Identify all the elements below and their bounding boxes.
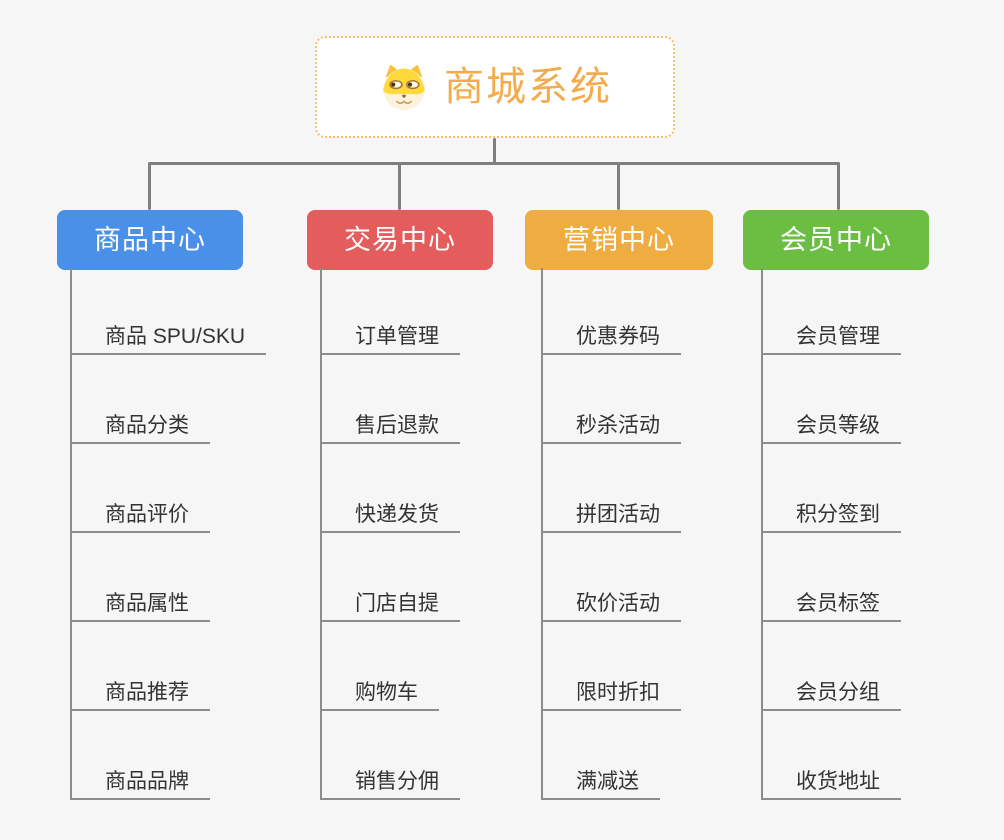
- branch-product-center[interactable]: 商品中心: [57, 210, 243, 270]
- subtopic-member-tags[interactable]: 会员标签: [763, 589, 901, 622]
- subtopic-order-management[interactable]: 订单管理: [322, 322, 460, 355]
- connector-drop-product: [148, 163, 151, 210]
- subtopic-spend-and-save[interactable]: 满减送: [543, 767, 660, 800]
- branch-member-center[interactable]: 会员中心: [743, 210, 929, 270]
- branch-product-center-label: 商品中心: [94, 224, 206, 255]
- subtopic-product-category[interactable]: 商品分类: [72, 411, 210, 444]
- branch-marketing-center-label: 营销中心: [563, 224, 675, 255]
- subtopic-column-member: 会员管理 会员等级 积分签到 会员标签 会员分组 收货地址: [761, 268, 1004, 800]
- subtopic-column-marketing: 优惠券码 秒杀活动 拼团活动 砍价活动 限时折扣 满减送: [541, 268, 793, 800]
- subtopic-points-checkin[interactable]: 积分签到: [763, 500, 901, 533]
- root-topic-title: 商城系统: [444, 65, 612, 109]
- subtopic-member-management[interactable]: 会员管理: [763, 322, 901, 355]
- subtopic-product-spu-sku[interactable]: 商品 SPU/SKU: [72, 322, 267, 355]
- subtopic-member-level[interactable]: 会员等级: [763, 411, 901, 444]
- branch-marketing-center[interactable]: 营销中心: [525, 210, 713, 270]
- connector-bus: [148, 162, 840, 165]
- subtopic-column-trade: 订单管理 售后退款 快递发货 门店自提 购物车 销售分佣: [320, 268, 572, 800]
- subtopic-group-buy[interactable]: 拼团活动: [543, 500, 681, 533]
- subtopic-product-attribute[interactable]: 商品属性: [72, 589, 210, 622]
- subtopic-shipping-address[interactable]: 收货地址: [763, 767, 901, 800]
- root-topic[interactable]: 商城系统: [315, 36, 675, 138]
- subtopic-member-groups[interactable]: 会员分组: [763, 678, 901, 711]
- branch-trade-center[interactable]: 交易中心: [307, 210, 493, 270]
- connector-root-stem: [493, 138, 496, 164]
- connector-drop-trade: [398, 163, 401, 210]
- subtopic-column-product: 商品 SPU/SKU 商品分类 商品评价 商品属性 商品推荐 商品品牌: [70, 268, 322, 800]
- subtopic-product-brand[interactable]: 商品品牌: [72, 767, 210, 800]
- dog-face-icon: [378, 63, 430, 111]
- connector-drop-member: [837, 163, 840, 210]
- subtopic-coupon-code[interactable]: 优惠券码: [543, 322, 681, 355]
- branch-member-center-label: 会员中心: [780, 224, 892, 255]
- subtopic-sales-commission[interactable]: 销售分佣: [322, 767, 460, 800]
- branch-trade-center-label: 交易中心: [344, 224, 456, 255]
- connector-drop-marketing: [617, 163, 620, 210]
- subtopic-aftersale-refund[interactable]: 售后退款: [322, 411, 460, 444]
- subtopic-shopping-cart[interactable]: 购物车: [322, 678, 439, 711]
- subtopic-store-pickup[interactable]: 门店自提: [322, 589, 460, 622]
- subtopic-flash-sale[interactable]: 秒杀活动: [543, 411, 681, 444]
- subtopic-product-recommend[interactable]: 商品推荐: [72, 678, 210, 711]
- subtopic-limited-time-discount[interactable]: 限时折扣: [543, 678, 681, 711]
- subtopic-product-review[interactable]: 商品评价: [72, 500, 210, 533]
- subtopic-bargain-activity[interactable]: 砍价活动: [543, 589, 681, 622]
- subtopic-express-delivery[interactable]: 快递发货: [322, 500, 460, 533]
